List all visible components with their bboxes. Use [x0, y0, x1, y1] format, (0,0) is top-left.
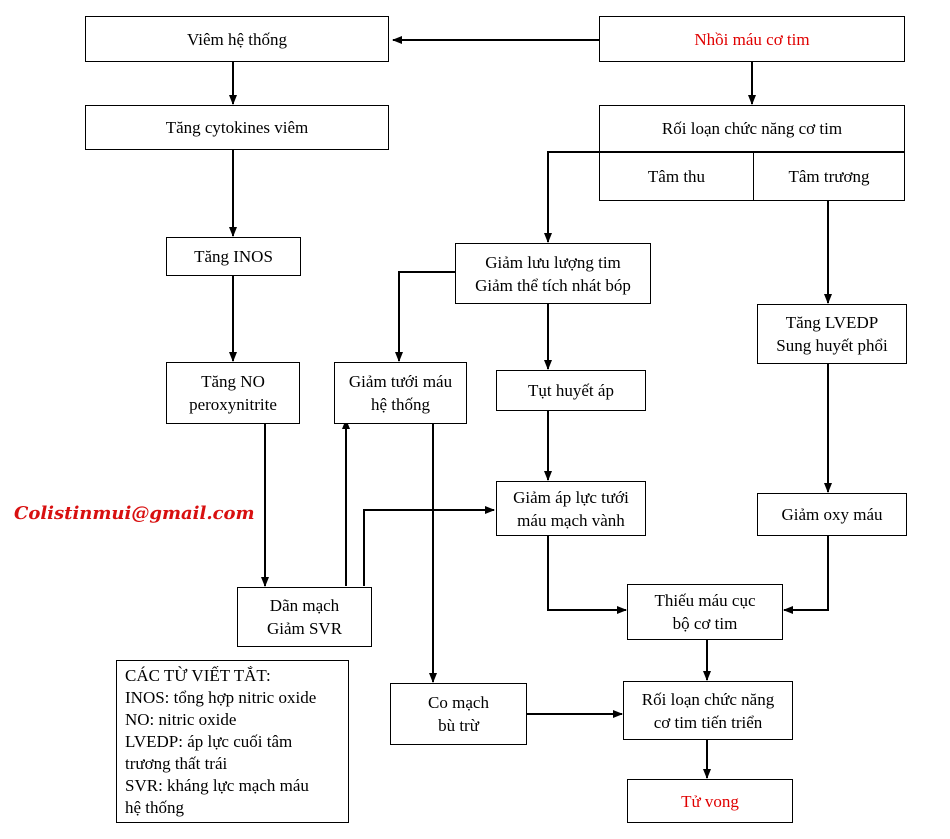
node-tam-thu: Tâm thu: [599, 152, 754, 201]
node-giam-ap-luc-tuoi-mau: Giảm áp lực tưới máu mạch vành: [496, 481, 646, 536]
node-tang-cytokines: Tăng cytokines viêm: [85, 105, 389, 150]
arrow-apluc-to-thieumau: [547, 536, 627, 614]
node-tut-huyet-ap: Tụt huyết áp: [496, 370, 646, 411]
legend-item: trương thất trái: [125, 754, 228, 773]
node-tam-truong: Tâm trương: [753, 152, 905, 201]
node-giam-tuoi-mau: Giảm tưới máu hệ thống: [334, 362, 467, 424]
watermark-email: Colistinmui@gmail.com: [14, 503, 255, 524]
arrow-giamluuluong-to-tuoimau: [395, 271, 455, 362]
node-giam-oxy-mau: Giảm oxy máu: [757, 493, 907, 536]
arrow-danmach-to-apluc: [363, 506, 495, 586]
node-tu-vong: Tử vong: [627, 779, 793, 823]
legend-item: LVEDP: áp lực cuối tâm: [125, 732, 293, 751]
node-thieu-mau-cuc-bo: Thiếu máu cục bộ cơ tim: [627, 584, 783, 640]
legend-item: NO: nitric oxide: [125, 710, 237, 729]
node-tang-inos: Tăng INOS: [166, 237, 301, 276]
node-roi-loan-chuc-nang: Rối loạn chức năng cơ tim: [599, 105, 905, 152]
node-viem-he-thong: Viêm hệ thống: [85, 16, 389, 62]
arrow-oxy-to-thieumau: [783, 536, 829, 614]
node-tang-no: Tăng NO peroxynitrite: [166, 362, 300, 424]
legend-item: hệ thống: [125, 798, 185, 817]
node-dan-mach: Dãn mạch Giảm SVR: [237, 587, 372, 647]
node-tang-lvedp: Tăng LVEDP Sung huyết phổi: [757, 304, 907, 364]
node-nhoi-mau-co-tim: Nhồi máu cơ tim: [599, 16, 905, 62]
abbreviations-legend: CÁC TỪ VIẾT TẮT: INOS: tổng hợp nitric o…: [116, 660, 349, 823]
legend-item: SVR: kháng lực mạch máu: [125, 776, 309, 795]
node-co-mach-bu-tru: Co mạch bù trừ: [390, 683, 527, 745]
legend-title: CÁC TỪ VIẾT TẮT:: [125, 666, 271, 685]
arrow-tamthu-to-giamluuluong: [544, 151, 599, 243]
node-roi-loan-tien-trien: Rối loạn chức năng cơ tim tiến triển: [623, 681, 793, 740]
legend-item: INOS: tổng hợp nitric oxide: [125, 688, 317, 707]
node-giam-luu-luong-tim: Giảm lưu lượng tim Giảm thể tích nhát bó…: [455, 243, 651, 304]
